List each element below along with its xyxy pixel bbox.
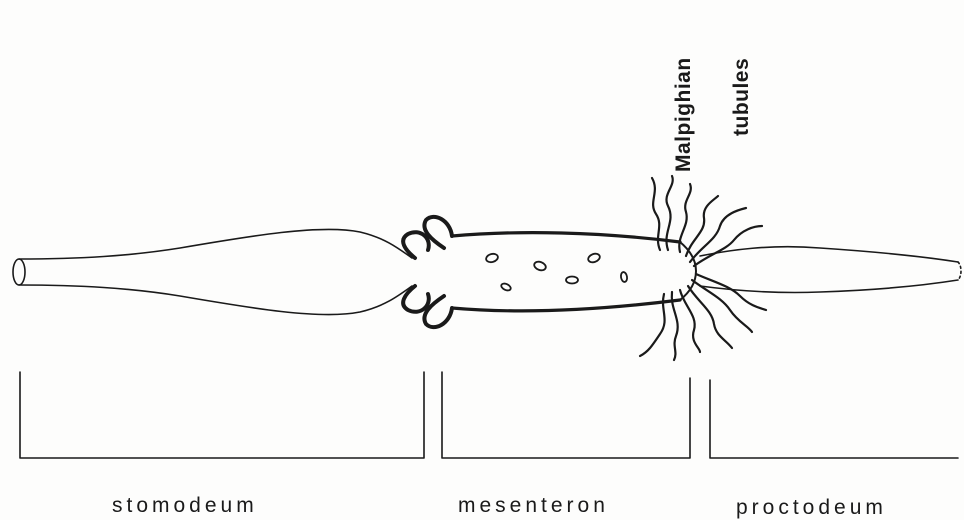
tubules-label: tubules [730, 58, 754, 136]
region-brackets [20, 372, 958, 458]
mouth-opening [13, 259, 25, 285]
gastric-caeca [403, 217, 452, 327]
stomodeum-label: stomodeum [112, 494, 258, 518]
stomodeum-tube [13, 229, 412, 314]
mesenteron-label: mesenteron [458, 494, 609, 518]
gut-contents [485, 252, 628, 292]
malpighian-label: Malpighian [672, 57, 696, 172]
proctodeum-tube [700, 247, 961, 293]
mesenteron-bracket [442, 372, 690, 458]
proctodeum-lower-wall [700, 280, 958, 293]
stomodeum-bracket [20, 372, 424, 458]
stomodeum-lower-wall [19, 285, 412, 315]
anus-opening [958, 262, 961, 280]
proctodeum-upper-wall [700, 247, 958, 262]
malpighian-tubules [640, 176, 766, 360]
proctodeum-label: proctodeum [736, 496, 887, 520]
stomodeum-upper-wall [19, 229, 412, 259]
proctodeum-bracket [710, 380, 958, 458]
mesenteron-lower-wall [452, 300, 680, 311]
mesenteron-upper-wall [452, 233, 680, 242]
